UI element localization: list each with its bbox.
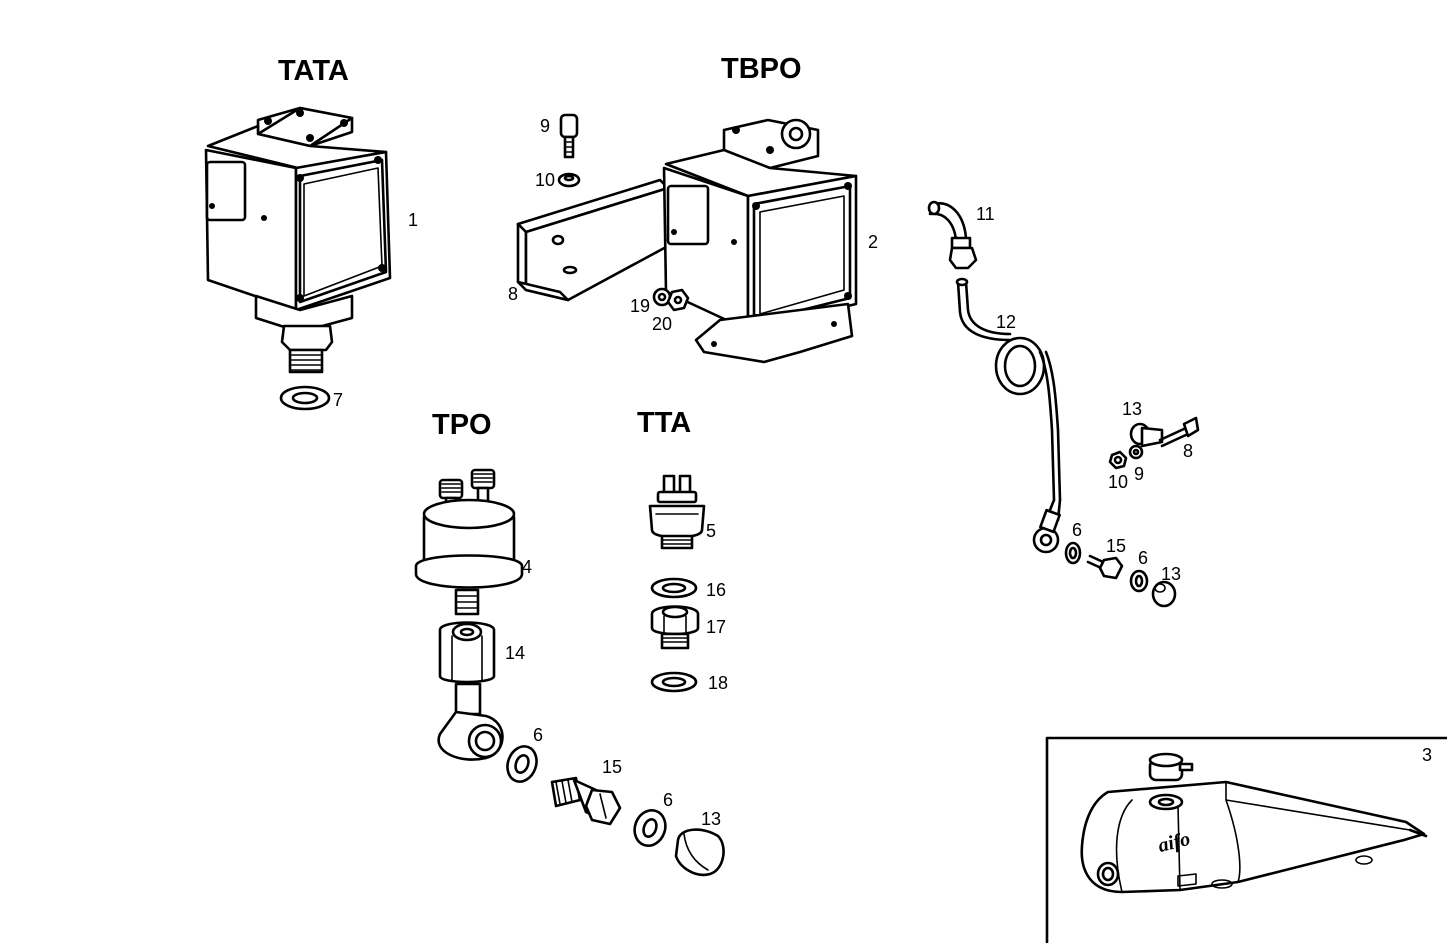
label-part-15-b: 15 [602, 757, 622, 777]
part-15-banjo-bolt-a [1086, 554, 1124, 580]
part-6-washer-oil-line-a [1064, 541, 1082, 565]
label-part-16: 16 [706, 580, 726, 600]
part-17-adapter [650, 605, 700, 650]
part-13-cap-nut-b [674, 828, 725, 877]
part-11-elbow-fitting [927, 200, 978, 270]
label-part-5: 5 [706, 521, 716, 541]
part-20-nut [666, 288, 690, 312]
label-part-8-bolt: 8 [1183, 441, 1193, 461]
part-10-washer [557, 172, 581, 188]
part-18-washer [650, 671, 698, 693]
part-15-banjo-bolt-b [550, 776, 622, 826]
label-part-13-clip: 13 [1122, 399, 1142, 419]
group-title-tpo: TPO [432, 409, 492, 441]
label-part-13-a: 13 [1161, 564, 1181, 584]
label-part-2: 2 [868, 232, 878, 252]
part-14-banjo-fitting [437, 621, 504, 761]
group-title-tta: TTA [637, 407, 691, 439]
label-part-6-c: 6 [533, 725, 543, 745]
group-title-tata: TATA [278, 55, 349, 87]
group-title-tbpo: TBPO [721, 53, 802, 85]
part-10-clip-nut [1108, 450, 1128, 470]
label-part-13-b: 13 [701, 809, 721, 829]
part-2-tbpo-thermostat [662, 118, 858, 364]
label-part-3: 3 [1422, 745, 1432, 765]
part-12-oil-pipe [955, 277, 1062, 554]
part-7-washer [279, 385, 331, 411]
label-part-11: 11 [976, 204, 995, 224]
label-part-1: 1 [408, 210, 418, 230]
part-16-washer [650, 577, 698, 599]
label-part-20: 20 [652, 314, 672, 334]
label-part-19: 19 [630, 296, 650, 316]
part-6-washer-tpo-a [506, 745, 538, 783]
label-part-4: 4 [522, 557, 532, 577]
label-part-14: 14 [505, 643, 525, 663]
part-13-pipe-clip [1129, 422, 1164, 448]
part-6-washer-oil-line-b [1129, 569, 1149, 593]
part-4-oil-pressure-sender [414, 468, 524, 616]
part-3-fuel-tank: aifo [1080, 752, 1428, 894]
part-9-clip-washer [1128, 444, 1144, 460]
label-part-17: 17 [706, 617, 726, 637]
label-part-10-clip: 10 [1108, 472, 1128, 492]
label-part-12: 12 [996, 312, 1016, 332]
label-part-6-a: 6 [1072, 520, 1082, 540]
part-8-mounting-bracket [516, 178, 670, 302]
label-part-7: 7 [333, 390, 343, 410]
label-part-8-bracket: 8 [508, 284, 518, 304]
part-5-temperature-sender [648, 474, 706, 550]
label-part-15-a: 15 [1106, 536, 1126, 556]
inset-frame [1045, 736, 1447, 943]
label-part-9-top: 9 [540, 116, 550, 136]
part-6-washer-tpo-b [633, 809, 667, 847]
label-part-6-b: 6 [1138, 548, 1148, 568]
label-part-9-clip: 9 [1134, 464, 1144, 484]
label-part-18: 18 [708, 673, 728, 693]
part-8-clip-bolt [1158, 416, 1200, 448]
label-part-10-top: 10 [535, 170, 555, 190]
part-9-bolt [559, 113, 579, 159]
label-part-6-d: 6 [663, 790, 673, 810]
part-1-tata-thermostat [204, 106, 392, 374]
part-13-cap-nut-a [1151, 580, 1177, 608]
